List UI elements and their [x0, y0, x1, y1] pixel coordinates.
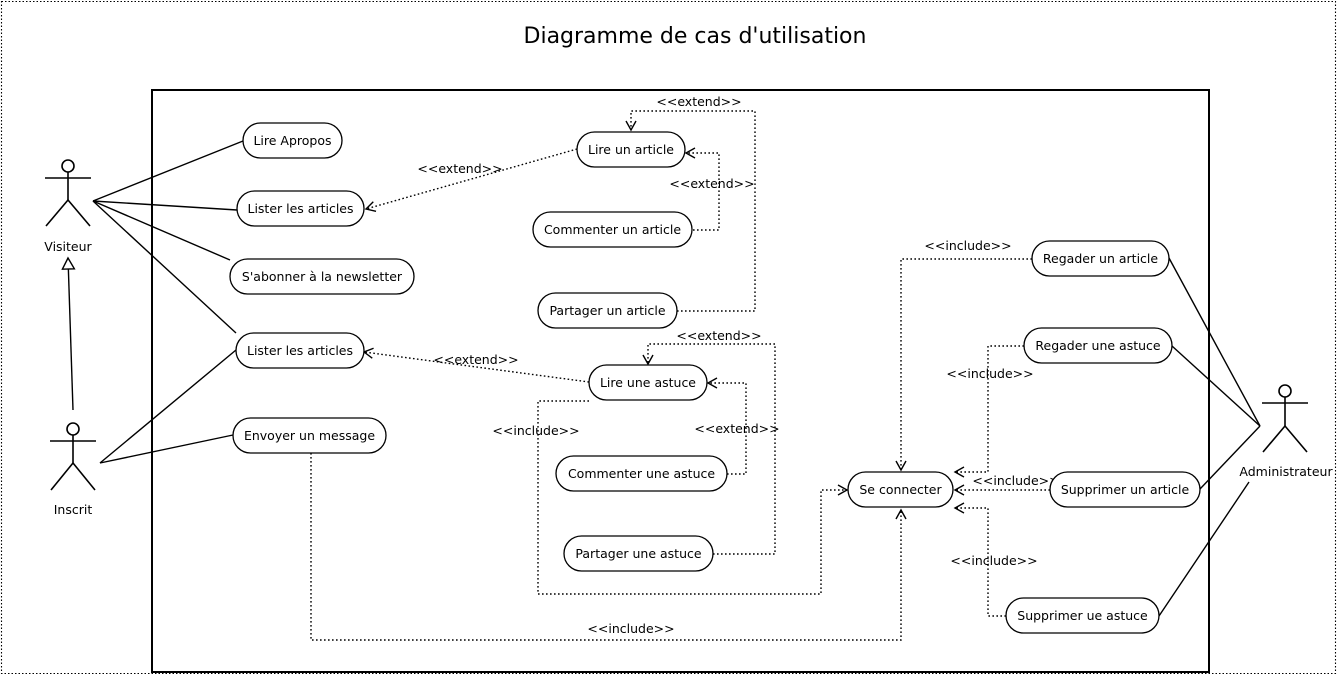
use-case-abonner-newsletter-label: S'abonner à la newsletter [242, 269, 403, 284]
label-include-5: <<include>> [950, 553, 1037, 568]
use-case-commenter-article[interactable]: Commenter un article [532, 211, 693, 248]
use-case-lire-article-label: Lire un article [588, 142, 674, 157]
use-case-partager-article[interactable]: Partager un article [537, 292, 678, 329]
use-case-supprimer-astuce-label: Supprimer ue astuce [1017, 608, 1148, 623]
label-extend-1: <<extend>> [656, 94, 741, 109]
use-case-regarder-article-label: Regader un article [1043, 251, 1158, 266]
label-include-3: <<include>> [946, 366, 1033, 381]
use-case-partager-article-label: Partager un article [549, 303, 665, 318]
assoc-visiteur-lire-apropos [92, 140, 244, 202]
actor-administrateur[interactable]: Administrateur [1239, 384, 1333, 479]
assoc-visiteur-newsletter [92, 200, 231, 261]
include-regarder-article-connecter [895, 258, 1032, 472]
label-extend-6: <<extend>> [694, 421, 779, 436]
use-case-lire-astuce-label: Lire une astuce [600, 375, 696, 390]
actor-administrateur-label: Administrateur [1239, 464, 1333, 479]
use-case-supprimer-article[interactable]: Supprimer un article [1049, 471, 1201, 508]
assoc-inscrit-lister-articles-2 [99, 349, 237, 464]
use-case-se-connecter[interactable]: Se connecter [847, 471, 954, 508]
extend-commenter-astuce [706, 377, 747, 475]
include-lire-astuce-connecter [537, 400, 849, 595]
assoc-admin-supprimer-article [1199, 425, 1261, 490]
actor-visiteur-label: Visiteur [44, 239, 92, 254]
assoc-visiteur-lister-articles-2 [92, 200, 237, 334]
use-case-lister-articles-1[interactable]: Lister les articles [236, 190, 365, 227]
actor-inscrit-label: Inscrit [54, 502, 93, 517]
system-boundary [151, 89, 1210, 673]
label-extend-2: <<extend>> [417, 161, 502, 176]
assoc-visiteur-lister-articles [92, 200, 238, 211]
use-case-supprimer-astuce[interactable]: Supprimer ue astuce [1005, 597, 1160, 634]
use-case-se-connecter-label: Se connecter [859, 482, 942, 497]
extend-lire-article-lister [364, 148, 578, 213]
diagram-title: Diagramme de cas d'utilisation [524, 24, 867, 49]
use-case-lire-apropos-label: Lire Apropos [253, 133, 331, 148]
use-case-regarder-article[interactable]: Regader un article [1031, 240, 1170, 277]
use-case-regarder-astuce-label: Regader une astuce [1035, 338, 1161, 353]
extend-partager-article [625, 110, 756, 312]
use-case-abonner-newsletter[interactable]: S'abonner à la newsletter [229, 258, 415, 295]
use-case-lister-articles-1-label: Lister les articles [247, 201, 353, 216]
use-case-commenter-astuce-label: Commenter une astuce [568, 466, 715, 481]
use-case-envoyer-message[interactable]: Envoyer un message [232, 417, 387, 454]
extend-lire-astuce-lister [362, 347, 590, 383]
use-case-regarder-astuce[interactable]: Regader une astuce [1023, 327, 1173, 364]
use-case-lister-articles-2-label: Lister les articles [247, 343, 353, 358]
label-extend-5: <<extend>> [433, 352, 518, 367]
use-case-commenter-article-label: Commenter un article [544, 222, 681, 237]
actor-visiteur[interactable]: Visiteur [44, 159, 93, 254]
use-case-envoyer-message-label: Envoyer un message [244, 428, 375, 443]
label-include-2: <<include>> [924, 238, 1011, 253]
include-regarder-astuce-connecter [953, 345, 1024, 478]
use-case-partager-astuce-label: Partager une astuce [575, 546, 701, 561]
use-case-commenter-astuce[interactable]: Commenter une astuce [555, 455, 728, 492]
assoc-admin-regarder-astuce [1171, 345, 1261, 427]
use-case-lister-articles-2[interactable]: Lister les articles [235, 332, 365, 369]
label-include-1: <<include>> [492, 423, 579, 438]
use-case-partager-astuce[interactable]: Partager une astuce [563, 535, 714, 572]
assoc-admin-supprimer-astuce [1158, 481, 1250, 617]
assoc-inscrit-envoyer-message [99, 434, 234, 464]
use-case-lire-astuce[interactable]: Lire une astuce [588, 364, 708, 401]
use-case-lire-apropos[interactable]: Lire Apropos [242, 122, 343, 159]
label-include-4: <<include>> [972, 473, 1059, 488]
assoc-admin-regarder-article [1168, 257, 1261, 427]
include-envoyer-message-connecter [310, 453, 907, 641]
include-supprimer-astuce-connecter [953, 502, 1006, 617]
extend-commenter-article [684, 147, 720, 231]
label-extend-3: <<extend>> [669, 176, 754, 191]
extend-partager-astuce [642, 343, 776, 555]
label-include-6: <<include>> [587, 621, 674, 636]
generalization-inscrit-visiteur [68, 258, 73, 411]
label-extend-4: <<extend>> [676, 328, 761, 343]
use-case-supprimer-article-label: Supprimer un article [1061, 482, 1190, 497]
use-case-lire-article[interactable]: Lire un article [576, 131, 686, 168]
actor-inscrit[interactable]: Inscrit [50, 422, 96, 517]
